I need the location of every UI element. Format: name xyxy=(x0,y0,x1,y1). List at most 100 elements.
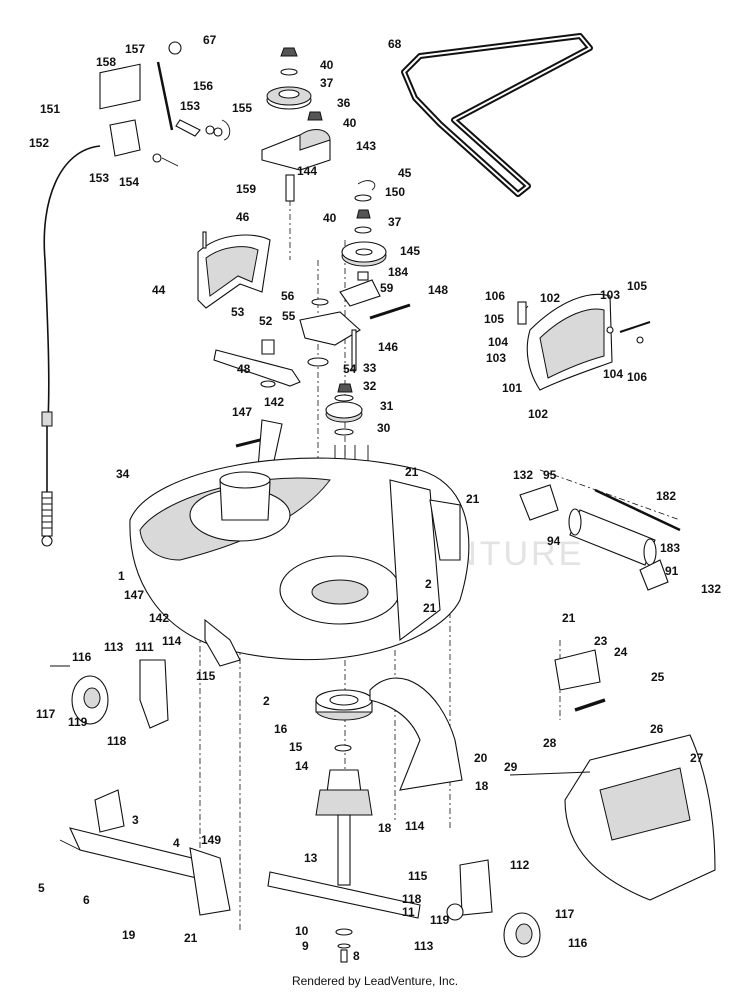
callout-c8: 8 xyxy=(353,949,360,963)
callout-c59: 59 xyxy=(380,281,394,295)
callout-c153b: 153 xyxy=(89,171,109,185)
callout-c28: 28 xyxy=(543,736,557,750)
discharge-deflector xyxy=(517,293,651,391)
callout-c145: 145 xyxy=(400,244,420,258)
callout-c142a: 142 xyxy=(264,395,284,409)
callout-c153a: 153 xyxy=(180,99,200,113)
callout-c111: 111 xyxy=(135,640,154,654)
callout-c26: 26 xyxy=(650,722,664,736)
callout-c105b: 105 xyxy=(484,312,504,326)
callout-c103a: 103 xyxy=(600,288,620,302)
callout-c116a: 116 xyxy=(72,650,92,664)
callout-c37a: 37 xyxy=(320,76,334,90)
callout-c152: 152 xyxy=(29,136,49,150)
callout-c114b: 114 xyxy=(405,819,425,833)
callout-c95: 95 xyxy=(543,468,557,482)
callout-c34: 34 xyxy=(116,467,130,481)
callout-c36: 36 xyxy=(337,96,351,110)
callout-c117a: 117 xyxy=(36,707,56,721)
callout-c147a: 147 xyxy=(232,405,252,419)
callout-c30: 30 xyxy=(377,421,391,435)
callout-c19: 19 xyxy=(122,928,136,942)
callout-c151: 151 xyxy=(40,102,60,116)
callout-c55: 55 xyxy=(282,309,296,323)
callout-c104a: 104 xyxy=(488,335,508,349)
anti-scalp-roller xyxy=(519,484,681,591)
lift-lever-assembly xyxy=(99,41,231,167)
blade-spindle-assembly xyxy=(267,689,421,963)
callout-c1: 1 xyxy=(118,569,125,583)
callout-c144: 144 xyxy=(297,164,317,178)
callout-c158: 158 xyxy=(96,55,116,69)
callout-c149: 149 xyxy=(201,833,221,847)
callout-c48: 48 xyxy=(237,362,251,376)
gauge-wheel-left xyxy=(50,618,241,729)
callout-c150: 150 xyxy=(385,185,405,199)
callout-c104b: 104 xyxy=(603,367,623,381)
callout-c25: 25 xyxy=(651,670,665,684)
callout-c45: 45 xyxy=(398,166,412,180)
callout-c27: 27 xyxy=(690,751,704,765)
callout-c67: 67 xyxy=(203,33,217,47)
callout-c147b: 147 xyxy=(124,588,144,602)
lift-link xyxy=(59,789,231,916)
callout-c115b: 115 xyxy=(408,869,428,883)
callout-c3: 3 xyxy=(132,813,139,827)
callout-c21c: 21 xyxy=(423,601,437,615)
callout-c54: 54 xyxy=(343,362,357,376)
callout-c11: 11 xyxy=(402,905,415,919)
callout-c116b: 116 xyxy=(568,936,588,950)
callout-c4: 4 xyxy=(173,836,180,850)
callout-c103b: 103 xyxy=(486,351,506,365)
idler-pulley-stack xyxy=(339,180,387,307)
idler-arm xyxy=(213,298,411,388)
callout-c29: 29 xyxy=(504,760,518,774)
callout-c102a: 102 xyxy=(540,291,560,305)
callout-c68: 68 xyxy=(388,37,402,51)
callout-c155: 155 xyxy=(232,101,252,115)
callout-c102b: 102 xyxy=(528,407,548,421)
callout-c156: 156 xyxy=(193,79,213,93)
callout-c106a: 106 xyxy=(485,289,505,303)
callout-c118b: 118 xyxy=(402,892,422,906)
callout-c114a: 114 xyxy=(162,634,182,648)
callout-c21b: 21 xyxy=(466,492,480,506)
callout-c154: 154 xyxy=(119,175,139,189)
callout-c115a: 115 xyxy=(196,669,216,683)
mulch-cover xyxy=(509,649,716,901)
callout-c113a: 113 xyxy=(104,640,124,654)
blade-pulley-stack xyxy=(325,383,369,470)
mower-deck-housing xyxy=(129,457,470,661)
callout-c148: 148 xyxy=(428,283,448,297)
callout-c94: 94 xyxy=(547,534,561,548)
gauge-wheel-right xyxy=(446,859,541,958)
belt-guard xyxy=(197,231,271,309)
callout-c44: 44 xyxy=(152,283,166,297)
callout-c91: 91 xyxy=(665,564,679,578)
callout-c23: 23 xyxy=(594,634,608,648)
callout-c106b: 106 xyxy=(627,370,647,384)
callout-c119a: 119 xyxy=(68,715,88,729)
callout-c146: 146 xyxy=(378,340,398,354)
callout-c16: 16 xyxy=(274,722,288,736)
callout-c159: 159 xyxy=(236,182,256,196)
callout-c143: 143 xyxy=(356,139,376,153)
callout-c32: 32 xyxy=(363,379,377,393)
callout-c157: 157 xyxy=(125,42,145,56)
callout-c10: 10 xyxy=(295,924,309,938)
callout-c2b: 2 xyxy=(263,694,270,708)
callout-c6: 6 xyxy=(83,893,90,907)
callout-c132b: 132 xyxy=(701,582,721,596)
callout-c113b: 113 xyxy=(414,939,434,953)
callout-c118a: 118 xyxy=(107,734,127,748)
callout-c9: 9 xyxy=(302,939,309,953)
callout-c40c: 40 xyxy=(323,211,337,225)
callout-c101: 101 xyxy=(502,381,522,395)
callout-c14: 14 xyxy=(295,759,309,773)
control-cable xyxy=(41,145,101,547)
callout-c24: 24 xyxy=(614,645,628,659)
callout-c40b: 40 xyxy=(343,116,357,130)
callout-c117b: 117 xyxy=(555,907,575,921)
callout-c13: 13 xyxy=(304,851,318,865)
